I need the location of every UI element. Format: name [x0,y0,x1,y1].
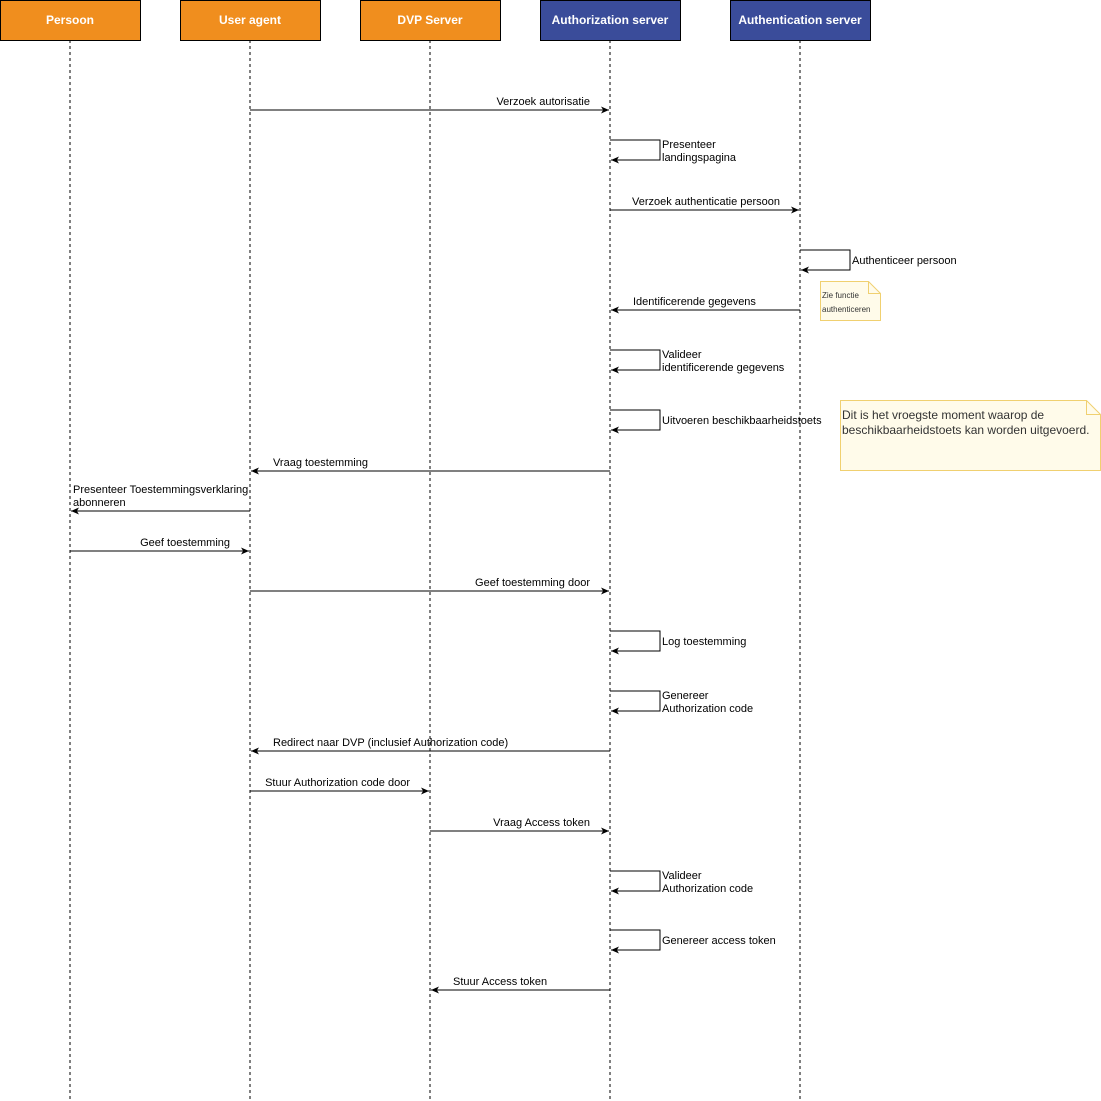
actor-box [360,0,501,41]
message-label: Vraag Access token [493,817,590,829]
actor-header-row: Persoon User agent DVP Server Authorization… [0,0,871,41]
message-geef-toestemming: Geef toestemming [70,537,249,555]
message-label: Vraag toestemming [273,457,368,469]
self-message-arrow [610,870,661,895]
message-label: Geef toestemming [140,537,230,549]
message-uitvoeren-beschikbaarheidstoets: Uitvoeren beschikbaarheidstoets [610,409,822,434]
message-label: Identificerende gegevens [633,296,756,308]
note-zie-functie-authenticeren: Zie functie authenticeren [820,281,881,321]
message-identificerende-gegevens: Identificerende gegevens [611,296,800,314]
message-label: Geef toestemming door [475,577,590,589]
message-genereer-access-token: Genereer access token [610,929,776,954]
message-authenticeer-persoon: Authenticeer persoon [800,249,957,274]
self-message-arrow [610,630,661,655]
actor-label: Persoon [46,13,94,27]
message-vraag-access-token: Vraag Access token [430,817,609,835]
actor-box [730,0,871,41]
message-verzoek-authenticatie-persoon: Verzoek authenticatie persoon [610,196,799,214]
actor-dvp-server: DVP Server [360,0,501,41]
message-label: Log toestemming [662,636,746,648]
message-label: Stuur Authorization code door [265,777,410,789]
actor-label: User agent [219,13,281,27]
message-label: Valideer [662,349,702,361]
self-message-arrow [610,349,661,374]
message-label: Presenteer Toestemmingsverklaring [73,484,248,496]
lifelines [69,40,801,1101]
actor-box [0,0,141,41]
message-verzoek-autorisatie: Verzoek autorisatie [250,96,609,114]
message-label: Presenteer [662,139,716,151]
actor-box [180,0,321,41]
message-redirect-naar-dvp-inclusief-authorization-code: Redirect naar DVP (inclusief Authorizati… [251,737,610,755]
message-stuur-access-token: Stuur Access token [431,976,610,994]
message-log-toestemming: Log toestemming [610,630,746,655]
actor-persoon: Persoon [0,0,141,41]
message-label: identificerende gegevens [662,362,785,374]
message-label: Authorization code [662,703,753,715]
note-body [820,281,881,321]
note-text: Zie functie [822,291,859,300]
message-label: Verzoek autorisatie [496,96,590,108]
self-message-arrow [610,409,661,434]
message-list: Verzoek autorisatiePresenteerlandingspag… [70,96,957,994]
message-label: Verzoek authenticatie persoon [632,196,780,208]
message-label: Genereer access token [662,935,776,947]
actor-authentication-server: Authentication server [730,0,871,41]
self-message-arrow [610,690,661,715]
message-label: Uitvoeren beschikbaarheidstoets [662,415,822,427]
message-label: Genereer [662,690,709,702]
message-label: Authenticeer persoon [852,255,957,267]
message-label: Redirect naar DVP (inclusief Authorizati… [273,737,508,749]
note-beschikbaarheidstoets: Dit is het vroegste moment waarop debesc… [840,400,1101,471]
note-fold [868,281,881,294]
message-label: Stuur Access token [453,976,547,988]
actor-label: DVP Server [397,13,462,27]
actor-box [540,0,681,41]
actor-label: Authorization server [552,13,669,27]
note-text: Dit is het vroegste moment waarop de [842,408,1044,422]
note-text: authenticeren [822,305,870,314]
message-label: Valideer [662,870,702,882]
note-text: beschikbaarheidstoets kan worden uitgevo… [842,423,1090,437]
message-label: Authorization code [662,883,753,895]
message-vraag-toestemming: Vraag toestemming [251,457,610,475]
message-stuur-authorization-code-door: Stuur Authorization code door [250,777,429,795]
message-presenteer-toestemmingsverklaring-abonneren: Presenteer Toestemmingsverklaringabonner… [71,484,250,515]
self-message-arrow [610,929,661,954]
message-geef-toestemming-door: Geef toestemming door [250,577,609,595]
actor-user-agent: User agent [180,0,321,41]
self-message-arrow [800,249,851,274]
message-label: abonneren [73,497,126,509]
self-message-arrow [610,139,661,164]
actor-label: Authentication server [738,13,862,27]
actor-authorization-server: Authorization server [540,0,681,41]
note-fold [1086,400,1101,415]
message-label: landingspagina [662,152,737,164]
